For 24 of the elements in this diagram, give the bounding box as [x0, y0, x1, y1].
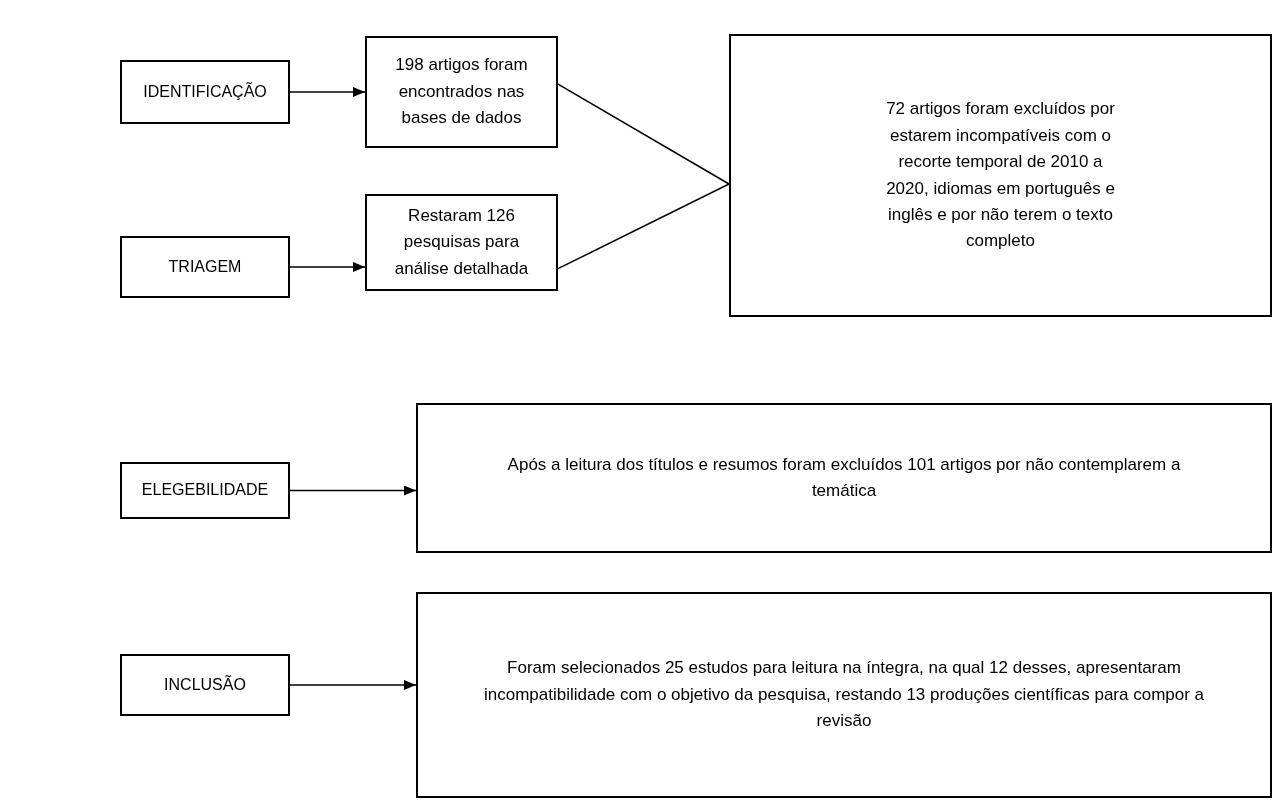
connector-line [557, 183, 730, 270]
arrow [289, 262, 366, 272]
process-box [365, 194, 558, 291]
process-box [120, 236, 290, 298]
arrow [289, 87, 366, 97]
process-box [729, 34, 1272, 317]
arrow [289, 680, 417, 690]
process-box [416, 403, 1272, 553]
box-text: IDENTIFICAÇÃO [143, 81, 267, 102]
connector-line [557, 83, 730, 185]
process-box [120, 654, 290, 716]
box-text: TRIAGEM [168, 256, 242, 277]
box-text: Restaram 126 pesquisas para análise detalhada [393, 205, 530, 280]
process-box [365, 36, 558, 148]
process-box [120, 462, 290, 519]
box-text: 198 artigos foram encontrados nas bases de dados [394, 54, 529, 130]
box-text: Após a leitura dos títulos e resumos foram excluídos 101 artigos por não contemplarem a temática [506, 453, 1182, 502]
process-box [416, 592, 1272, 798]
box-text: ELEGEBILIDADE [141, 480, 269, 501]
process-box [120, 60, 290, 124]
box-text: INCLUSÃO [164, 674, 246, 695]
box-text: 72 artigos foram excluídos por estarem incompatíveis com o recorte temporal de 2010 a 2020, idiomas em português e inglês e por não terem o texto completo [885, 98, 1116, 253]
box-text: Foram selecionados 25 estudos para leitura na íntegra, na qual 12 desses, apresentaram incompatibilidade com o objetivo da pesquisa, restando 13 produções científicas para compor a revisão [482, 657, 1206, 733]
arrow [289, 485, 417, 496]
